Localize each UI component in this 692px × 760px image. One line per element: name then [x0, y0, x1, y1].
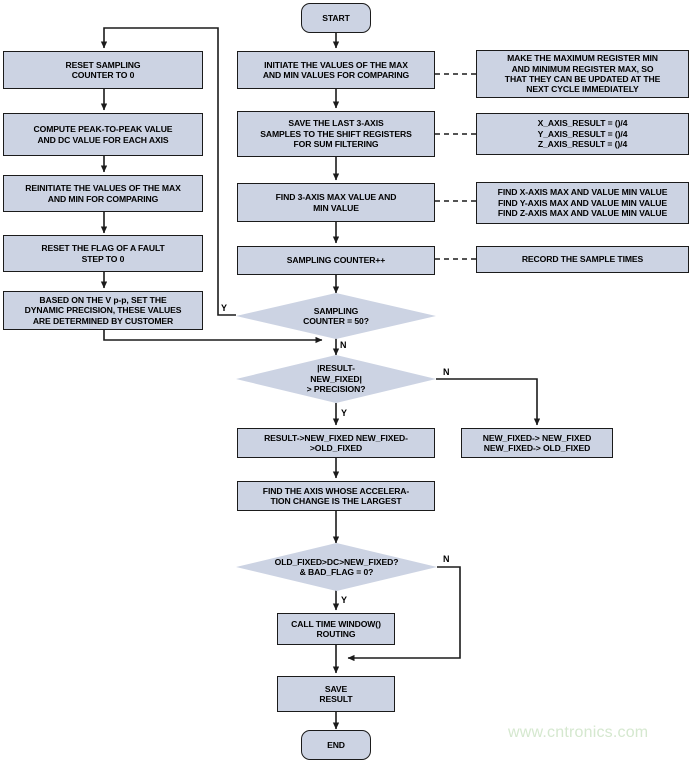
decision-sampling-counter-label: SAMPLING COUNTER = 50? — [303, 305, 369, 326]
node-save-samples[interactable]: SAVE THE LAST 3-AXIS SAMPLES TO THE SHIF… — [237, 111, 435, 157]
node-initiate-values-label: INITIATE THE VALUES OF THE MAX AND MIN V… — [262, 59, 410, 80]
node-assign-fixed[interactable]: RESULT->NEW_FIXED NEW_FIXED- >OLD_FIXED — [237, 428, 435, 458]
decision-precision-label: |RESULT- NEW_FIXED| > PRECISION? — [306, 363, 366, 395]
node-find-minmax-label: FIND 3-AXIS MAX VALUE AND MIN VALUE — [275, 192, 397, 213]
node-reinitiate-values[interactable]: REINITIATE THE VALUES OF THE MAX AND MIN… — [3, 175, 203, 212]
branch-label-sampling-yes: Y — [221, 303, 228, 313]
note-axis-result-label: X_AXIS_RESULT = ()/4 Y_AXIS_RESULT = ()/… — [537, 118, 628, 150]
note-record-samples: RECORD THE SAMPLE TIMES — [476, 246, 689, 273]
note-make-max-min-label: MAKE THE MAXIMUM REGISTER MIN AND MINIMU… — [504, 53, 661, 95]
node-start[interactable]: START — [301, 3, 371, 33]
node-save-samples-label: SAVE THE LAST 3-AXIS SAMPLES TO THE SHIF… — [260, 118, 412, 150]
node-find-axis-label: FIND THE AXIS WHOSE ACCELERA- TION CHANG… — [262, 485, 410, 506]
node-initiate-values[interactable]: INITIATE THE VALUES OF THE MAX AND MIN V… — [237, 51, 435, 89]
node-keep-fixed-label: NEW_FIXED-> NEW_FIXED NEW_FIXED-> OLD_FI… — [482, 432, 592, 453]
node-keep-fixed[interactable]: NEW_FIXED-> NEW_FIXED NEW_FIXED-> OLD_FI… — [461, 428, 613, 458]
node-call-time-window-label: CALL TIME WINDOW() ROUTING — [291, 618, 381, 639]
node-start-label: START — [322, 12, 350, 23]
branch-label-sampling-no: N — [340, 340, 347, 350]
node-reset-counter-label: RESET SAMPLING COUNTER TO 0 — [65, 59, 141, 80]
node-end[interactable]: END — [301, 730, 371, 760]
node-sampling-counter-increment-label: SAMPLING COUNTER++ — [286, 255, 386, 266]
decision-precision[interactable]: |RESULT- NEW_FIXED| > PRECISION? — [236, 355, 436, 403]
node-assign-fixed-label: RESULT->NEW_FIXED NEW_FIXED- >OLD_FIXED — [264, 432, 408, 453]
node-reset-flag[interactable]: RESET THE FLAG OF A FAULT STEP TO 0 — [3, 235, 203, 272]
node-reinitiate-values-label: REINITIATE THE VALUES OF THE MAX AND MIN… — [25, 183, 181, 204]
branch-label-precision-no: N — [443, 367, 450, 377]
decision-old-new-fixed[interactable]: OLD_FIXED>DC>NEW_FIXED? & BAD_FLAG = 0? — [236, 543, 437, 591]
node-reset-counter[interactable]: RESET SAMPLING COUNTER TO 0 — [3, 51, 203, 89]
node-find-axis[interactable]: FIND THE AXIS WHOSE ACCELERA- TION CHANG… — [237, 481, 435, 511]
node-dynamic-precision[interactable]: BASED ON THE V p-p, SET THE DYNAMIC PREC… — [3, 291, 203, 330]
note-record-samples-label: RECORD THE SAMPLE TIMES — [521, 254, 644, 265]
note-make-max-min: MAKE THE MAXIMUM REGISTER MIN AND MINIMU… — [476, 50, 689, 98]
node-find-minmax[interactable]: FIND 3-AXIS MAX VALUE AND MIN VALUE — [237, 183, 435, 222]
branch-label-oldnew-yes: Y — [341, 595, 348, 605]
node-reset-flag-label: RESET THE FLAG OF A FAULT STEP TO 0 — [41, 243, 165, 264]
branch-label-precision-yes: Y — [341, 408, 348, 418]
node-end-label: END — [327, 739, 345, 750]
node-call-time-window[interactable]: CALL TIME WINDOW() ROUTING — [277, 613, 395, 645]
node-save-result-label: SAVE RESULT — [319, 683, 353, 704]
decision-old-new-fixed-label: OLD_FIXED>DC>NEW_FIXED? & BAD_FLAG = 0? — [274, 556, 399, 577]
node-compute-peak-to-peak[interactable]: COMPUTE PEAK-TO-PEAK VALUE AND DC VALUE … — [3, 113, 203, 156]
watermark: www.cntronics.com — [508, 724, 649, 741]
node-dynamic-precision-label: BASED ON THE V p-p, SET THE DYNAMIC PREC… — [24, 294, 182, 326]
node-sampling-counter-increment[interactable]: SAMPLING COUNTER++ — [237, 246, 435, 275]
note-axis-result: X_AXIS_RESULT = ()/4 Y_AXIS_RESULT = ()/… — [476, 113, 689, 155]
note-find-axis-minmax: FIND X-AXIS MAX AND VALUE MIN VALUE FIND… — [476, 182, 689, 224]
node-compute-peak-to-peak-label: COMPUTE PEAK-TO-PEAK VALUE AND DC VALUE … — [33, 124, 173, 145]
note-find-axis-minmax-label: FIND X-AXIS MAX AND VALUE MIN VALUE FIND… — [497, 187, 668, 219]
node-save-result[interactable]: SAVE RESULT — [277, 676, 395, 712]
branch-label-oldnew-no: N — [443, 554, 450, 564]
decision-sampling-counter[interactable]: SAMPLING COUNTER = 50? — [236, 293, 436, 339]
